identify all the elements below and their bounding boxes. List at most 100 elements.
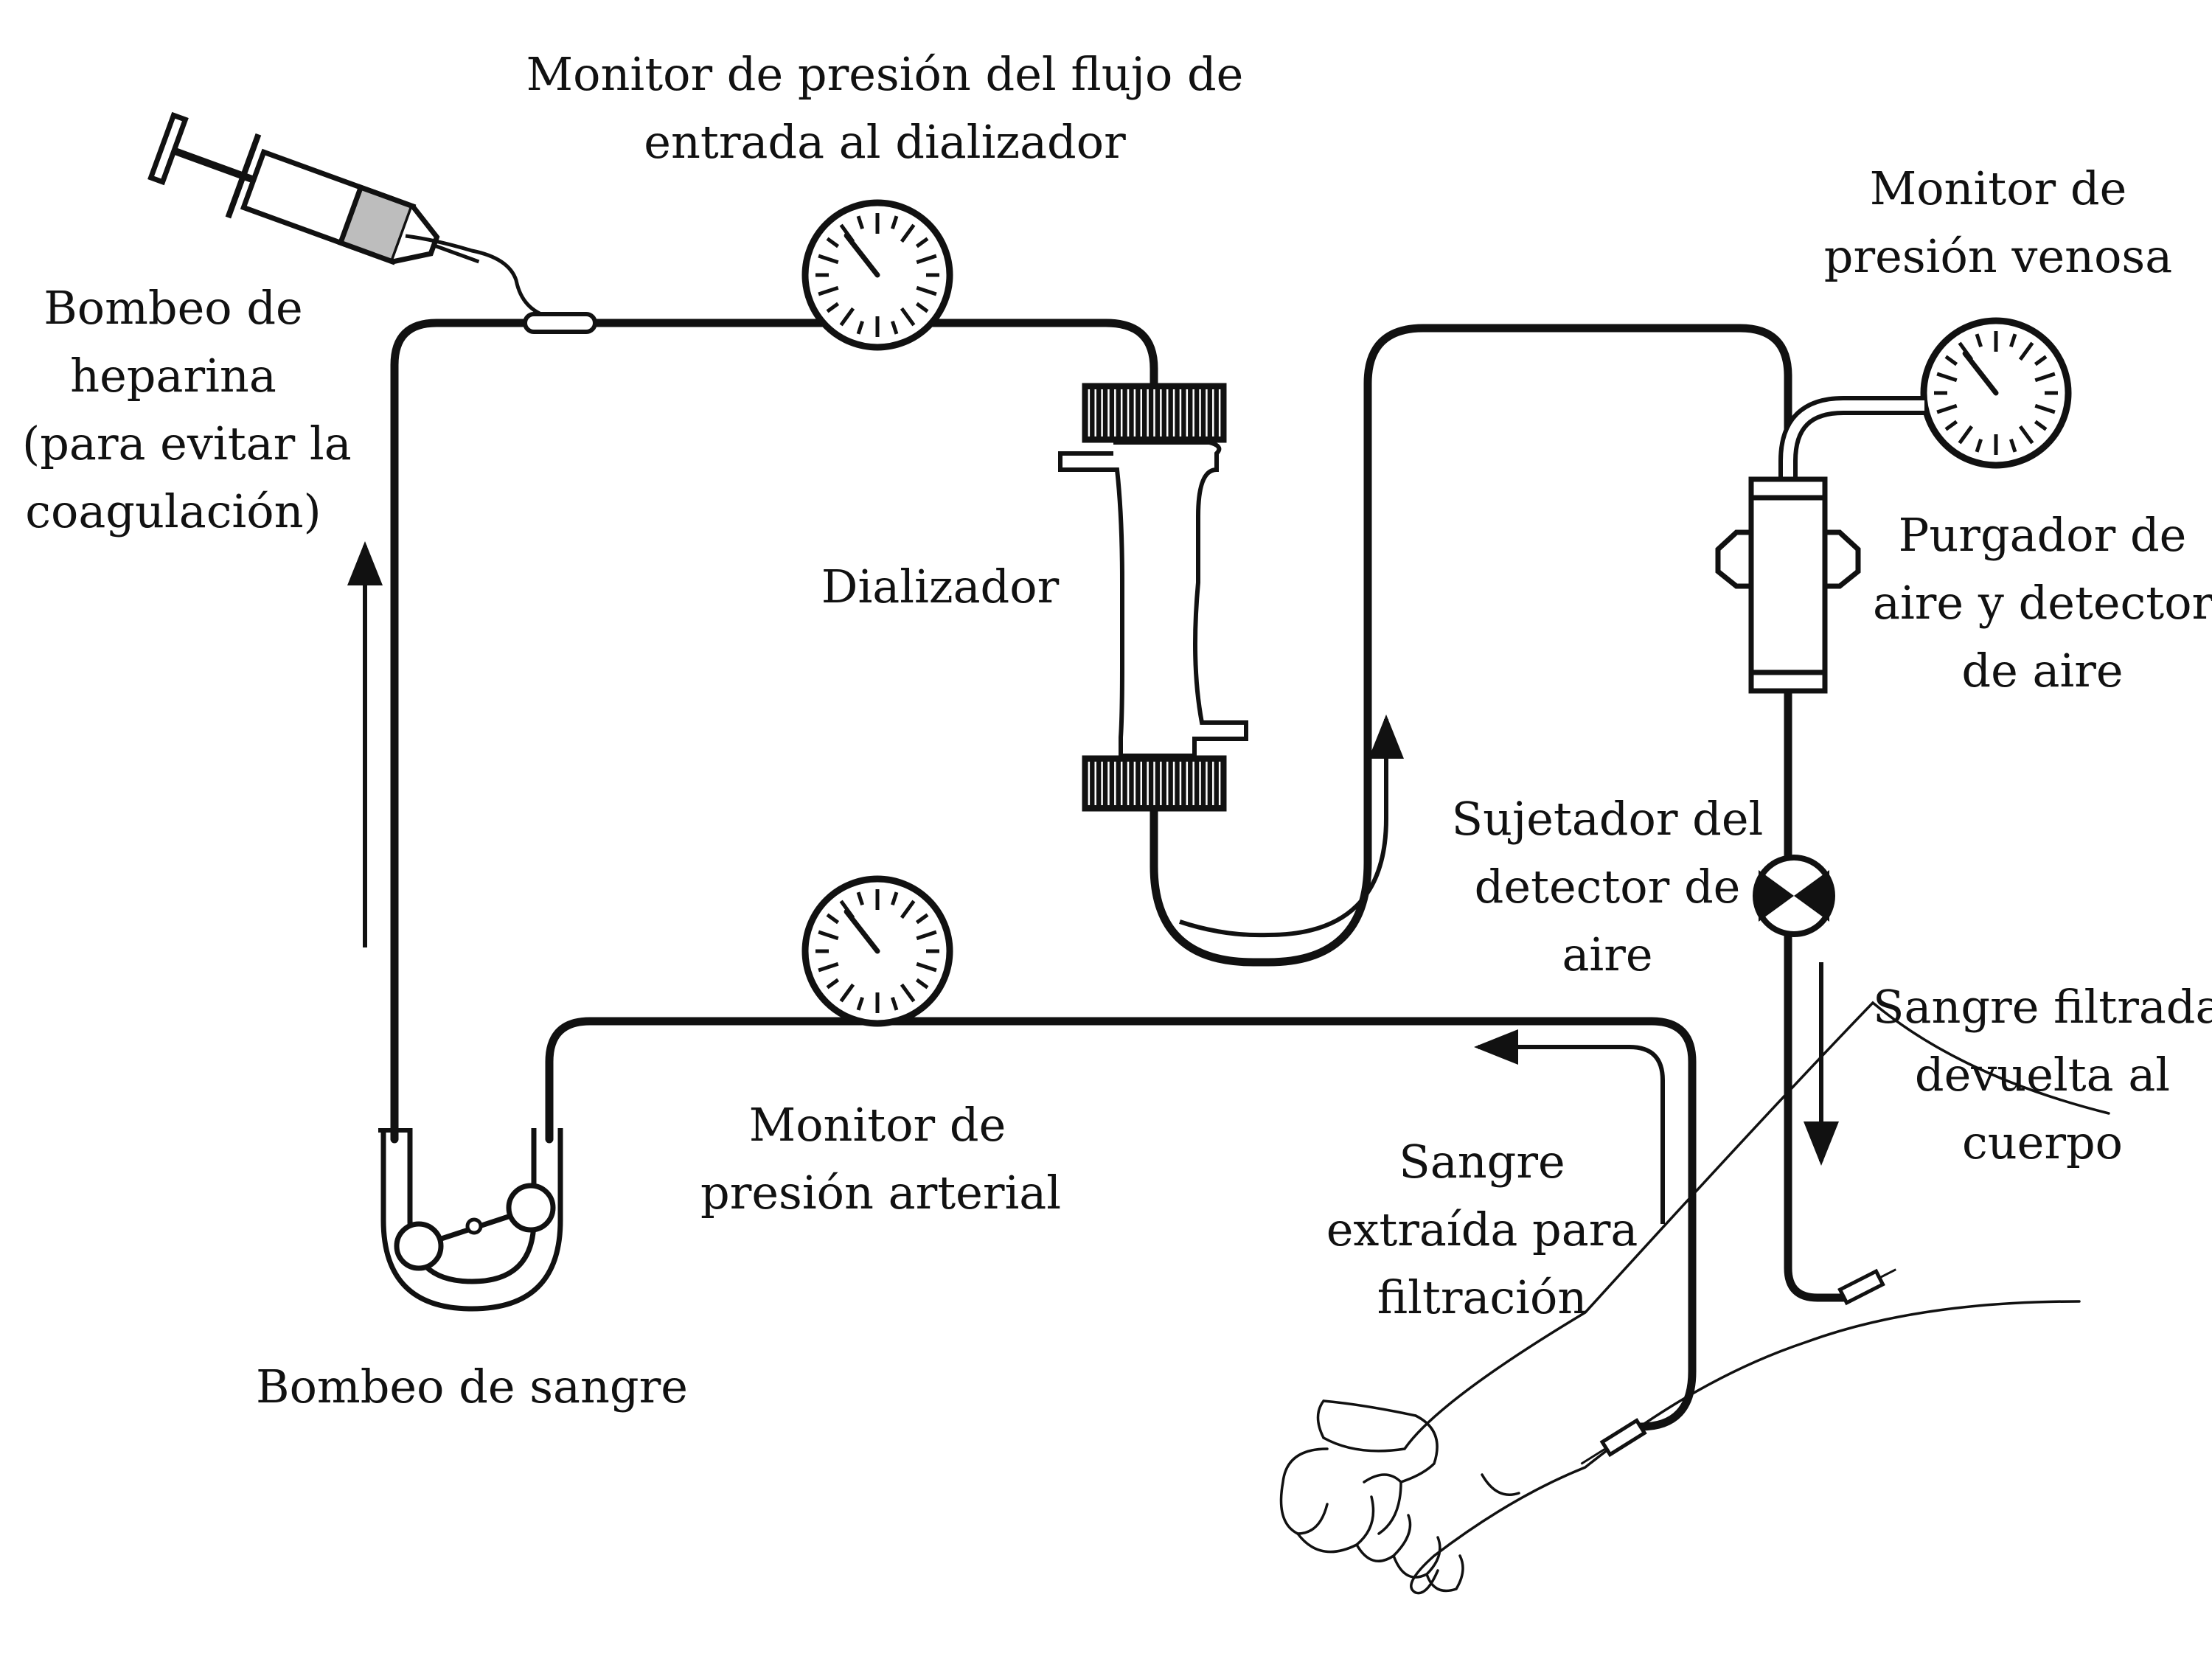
gauge-tick xyxy=(839,307,855,327)
dialyzer-bottom-cap xyxy=(1082,755,1227,812)
air-clamp-label: Sujetador del detector de aire xyxy=(1445,785,1770,989)
gauge-tick xyxy=(1975,333,1983,348)
heparin-connector xyxy=(523,312,597,334)
filtered-blood-label: Sangre filtrada devuelta al cuerpo xyxy=(1873,973,2212,1177)
gauge-tick xyxy=(2018,425,2034,445)
heparin-syringe xyxy=(147,111,480,265)
air-trap-left-valve xyxy=(1715,529,1754,589)
gauge-tick xyxy=(900,983,916,1003)
gauge-tick xyxy=(916,254,937,265)
air-clamp-label-line: detector de xyxy=(1474,860,1741,914)
cannulas xyxy=(1580,1268,1896,1465)
blood-pump xyxy=(378,1128,563,1312)
dialyzer-label-text: Dializador xyxy=(821,560,1060,613)
tube-to-dialyzer xyxy=(390,319,1158,1144)
syringe-fluid xyxy=(337,184,417,265)
gauge-tick xyxy=(2009,333,2017,348)
air-trap-label-line: Purgador de xyxy=(1898,508,2187,562)
inflow-monitor-label: Monitor de presión del flujo de entrada … xyxy=(516,41,1253,176)
dialyzer-top-cap xyxy=(1082,383,1227,443)
inflow-monitor-label-line: Monitor de presión del flujo de xyxy=(526,47,1244,101)
air-clamp-label-line: Sujetador del xyxy=(1451,792,1764,846)
inflow-monitor-label-line: entrada al dializador xyxy=(644,115,1126,169)
gauge-tick xyxy=(818,930,839,941)
filtered-blood-label-line: cuerpo xyxy=(1962,1116,2123,1169)
gauge-tick xyxy=(915,302,929,313)
gauge-tick xyxy=(2034,372,2056,383)
air-trap-label-line: aire y detector xyxy=(1873,576,2212,630)
air-trap-label: Purgador de aire y detector de aire xyxy=(1873,501,2212,705)
gauge-tick xyxy=(856,320,864,335)
blood-pump-label-text: Bombeo de sangre xyxy=(256,1360,688,1413)
venous-monitor-label-line: Monitor de xyxy=(1869,161,2127,215)
gauge-tick xyxy=(916,285,937,296)
blood-tubing xyxy=(390,319,1848,1431)
filtered-blood-label-line: Sangre filtrada xyxy=(1873,980,2212,1034)
blood-pump-label: Bombeo de sangre xyxy=(243,1353,700,1421)
gauge-tick xyxy=(1936,403,1958,414)
heparin-pump-label-line: (para evitar la xyxy=(22,417,352,470)
gauge-tick xyxy=(2034,355,2048,366)
gauge-tick xyxy=(826,302,840,313)
arterial-monitor-label: Monitor de presión arterial xyxy=(700,1091,1061,1227)
gauge-tick xyxy=(818,254,839,265)
gauge-tick xyxy=(818,285,839,296)
gauge-tick xyxy=(2034,420,2048,431)
gauge-tick xyxy=(2034,403,2056,414)
venous-pressure-gauge xyxy=(1920,317,2072,469)
gauge-tick xyxy=(856,996,864,1011)
gauge-tick xyxy=(839,983,855,1003)
gauge-tick xyxy=(891,320,899,335)
dialyzer-unit xyxy=(1058,383,1248,812)
gauge-tick xyxy=(916,930,937,941)
drawn-blood-label-line: Sangre xyxy=(1399,1135,1565,1189)
gauge-tick xyxy=(826,237,840,248)
heparin-line xyxy=(405,234,550,319)
dialyzer-body xyxy=(1058,440,1248,758)
arterial-monitor-label-line: Monitor de xyxy=(748,1098,1006,1152)
gauge-tick xyxy=(915,913,929,925)
gauge-tick xyxy=(2009,438,2017,453)
dialyzer-label: Dializador xyxy=(818,553,1062,621)
drawn-blood-label: Sangre extraída para filtración xyxy=(1312,1128,1652,1332)
air-clamp-label-line: aire xyxy=(1562,928,1653,981)
gauge-tick xyxy=(915,237,929,248)
patient-arm xyxy=(1279,1001,2110,1595)
gauge-needle xyxy=(1962,350,1999,396)
gauge-tick xyxy=(1975,438,1983,453)
gauge-needle xyxy=(844,232,880,278)
heparin-pump-label: Bombeo de heparina (para evitar la coagu… xyxy=(22,274,352,546)
gauge-tick xyxy=(900,900,916,919)
air-detector-clamp xyxy=(1753,855,1835,937)
inflow-pressure-gauge xyxy=(801,199,953,351)
gauge-needle xyxy=(844,908,880,954)
filtered-blood-label-line: devuelta al xyxy=(1914,1048,2171,1102)
tube-venous-return xyxy=(1784,685,1848,1302)
gauge-tick xyxy=(915,978,929,990)
gauge-tick xyxy=(891,891,899,906)
heparin-pump-label-line: Bombeo de xyxy=(44,281,303,335)
gauge-tick xyxy=(1958,425,1974,445)
flow-arrows xyxy=(347,541,1839,1224)
gauge-tick xyxy=(900,223,916,243)
venous-monitor-label: Monitor de presión venosa xyxy=(1814,155,2183,291)
heparin-pump-label-line: heparina xyxy=(70,349,276,403)
gauge-tick xyxy=(2018,341,2034,361)
gauge-tick xyxy=(891,215,899,230)
venous-monitor-label-line: presión venosa xyxy=(1823,229,2173,283)
gauge-tick xyxy=(818,961,839,973)
gauge-tick xyxy=(891,996,899,1011)
gauge-tick xyxy=(826,913,840,925)
drawn-blood-label-line: filtración xyxy=(1377,1270,1587,1324)
arterial-pressure-gauge xyxy=(801,875,953,1027)
flow-arrow-dialyzer-bend xyxy=(1179,714,1404,938)
gauge-tick xyxy=(826,978,840,990)
gauge-tick xyxy=(1944,355,1958,366)
gauge-tick xyxy=(856,215,864,230)
flow-arrow-drawn-blood xyxy=(1474,1029,1665,1224)
heparin-pump-label-line: coagulación) xyxy=(25,484,321,538)
gauge-tick xyxy=(1936,372,1958,383)
gauge-tick xyxy=(900,307,916,327)
gauge-tick xyxy=(1944,420,1958,431)
